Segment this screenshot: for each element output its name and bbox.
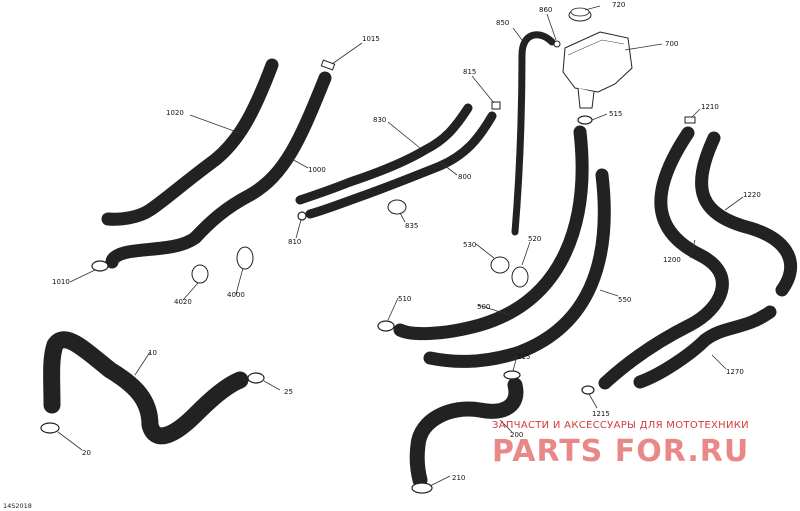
label-4000: 4000 bbox=[227, 291, 245, 299]
clamp-810 bbox=[297, 211, 307, 221]
label-515: 515 bbox=[609, 110, 622, 118]
clamp-835 bbox=[387, 199, 407, 215]
label-10: 10 bbox=[148, 349, 157, 357]
label-550: 550 bbox=[618, 296, 631, 304]
clamp-515 bbox=[577, 115, 593, 125]
leader-lines bbox=[57, 5, 744, 487]
label-530: 530 bbox=[463, 241, 476, 249]
hose-850 bbox=[511, 31, 556, 236]
watermark-brand: PARTS FOR.RU bbox=[492, 434, 749, 469]
label-1015: 1015 bbox=[362, 35, 380, 43]
label-810: 810 bbox=[288, 238, 301, 246]
label-720: 720 bbox=[612, 1, 625, 9]
label-835: 835 bbox=[405, 222, 418, 230]
hose-500 bbox=[393, 125, 589, 341]
hose-550 bbox=[423, 168, 611, 368]
label-800: 800 bbox=[458, 173, 471, 181]
clamp-25 bbox=[247, 372, 265, 384]
label-860: 860 bbox=[539, 6, 552, 14]
clamp-210 bbox=[411, 482, 433, 494]
clamp-1010 bbox=[91, 260, 109, 272]
label-1220: 1220 bbox=[743, 191, 761, 199]
hose-1000 bbox=[105, 71, 332, 269]
clamp-530 bbox=[490, 256, 510, 274]
clamp-4020 bbox=[191, 264, 209, 284]
expansion-tank-700 bbox=[562, 31, 633, 109]
hose-1220 bbox=[695, 131, 798, 297]
label-1210: 1210 bbox=[701, 103, 719, 111]
label-1020: 1020 bbox=[166, 109, 184, 117]
clamp-215 bbox=[503, 370, 521, 380]
label-25: 25 bbox=[284, 388, 293, 396]
label-700: 700 bbox=[665, 40, 678, 48]
clamp-510 bbox=[377, 320, 395, 332]
label-815: 815 bbox=[463, 68, 476, 76]
label-1000: 1000 bbox=[308, 166, 326, 174]
hose-1270 bbox=[633, 305, 777, 389]
clamp-860 bbox=[553, 40, 561, 48]
clamp-815 bbox=[491, 101, 501, 110]
label-200: 200 bbox=[510, 431, 523, 439]
hose-10 bbox=[43, 331, 249, 445]
label-500: 500 bbox=[477, 303, 490, 311]
clamp-520 bbox=[511, 266, 529, 288]
label-850: 850 bbox=[496, 19, 509, 27]
clamp-4000 bbox=[236, 246, 254, 270]
label-1270: 1270 bbox=[726, 368, 744, 376]
clamp-1015 bbox=[320, 59, 336, 71]
label-510: 510 bbox=[398, 295, 411, 303]
tank-cap-720 bbox=[568, 7, 592, 22]
label-20: 20 bbox=[82, 449, 91, 457]
hose-200 bbox=[409, 377, 524, 488]
label-4020: 4020 bbox=[174, 298, 192, 306]
clamp-20 bbox=[40, 422, 60, 434]
part-labels: 720 860 850 700 1015 815 515 1210 1020 8… bbox=[52, 1, 761, 482]
clamp-1215 bbox=[581, 385, 595, 395]
watermark-tagline: ЗАПЧАСТИ И АКСЕССУАРЫ ДЛЯ МОТОТЕХНИКИ bbox=[492, 420, 749, 431]
clamp-1210 bbox=[684, 116, 696, 124]
hose-800 bbox=[305, 111, 497, 219]
label-520: 520 bbox=[528, 235, 541, 243]
hose-1200 bbox=[598, 126, 729, 390]
hose-1020 bbox=[101, 58, 279, 226]
label-215: 215 bbox=[517, 353, 530, 361]
label-210: 210 bbox=[452, 474, 465, 482]
hose-830 bbox=[295, 103, 473, 205]
label-830: 830 bbox=[373, 116, 386, 124]
label-1215: 1215 bbox=[592, 410, 610, 418]
label-1010: 1010 bbox=[52, 278, 70, 286]
diagram-reference-code: 14S2018 bbox=[3, 502, 32, 510]
label-1200: 1200 bbox=[663, 256, 681, 264]
watermark: ЗАПЧАСТИ И АКСЕССУАРЫ ДЛЯ МОТОТЕХНИКИ PA… bbox=[492, 420, 749, 469]
